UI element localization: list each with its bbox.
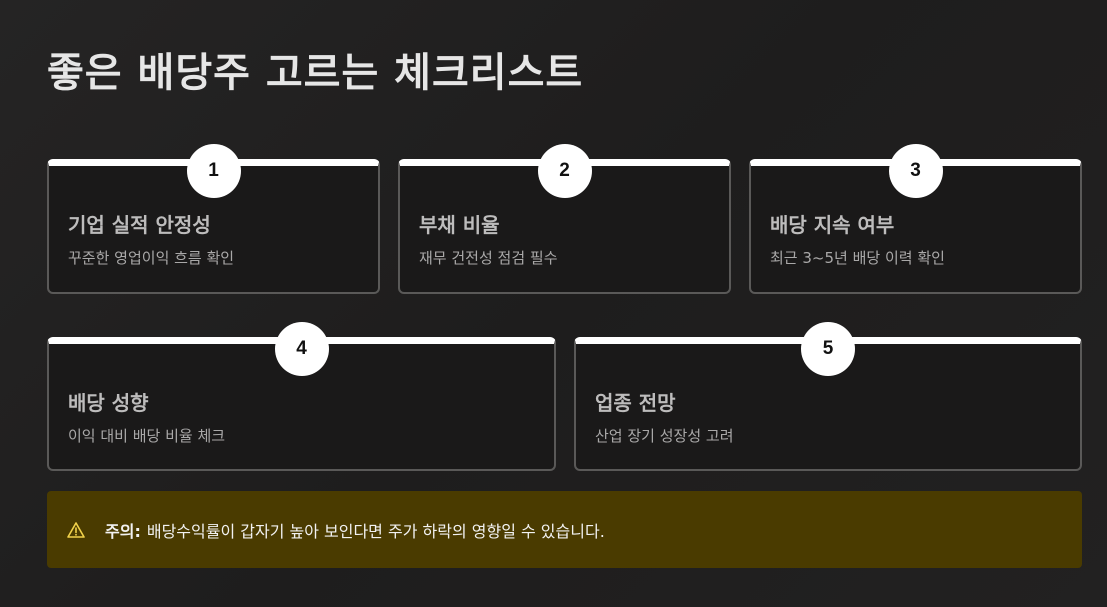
card-title: 부채 비율 [419,213,500,237]
card-title: 업종 전망 [595,391,676,415]
card-description: 재무 건전성 점검 필수 [419,249,558,267]
step-number-badge: 2 [537,144,592,198]
checklist-card-1: 1 기업 실적 안정성 꾸준한 영업이익 흐름 확인 [47,144,380,294]
alert-label: 주의: [105,521,141,541]
card-description: 이익 대비 배당 비율 체크 [68,427,226,445]
checklist-card-3: 3 배당 지속 여부 최근 3~5년 배당 이력 확인 [749,144,1082,294]
card-title: 배당 성향 [68,391,149,415]
checklist-card-5: 5 업종 전망 산업 장기 성장성 고려 [574,322,1082,471]
card-description: 산업 장기 성장성 고려 [595,427,734,445]
step-number-badge: 3 [888,144,943,198]
step-number-badge: 5 [801,322,855,376]
page-title: 좋은 배당주 고르는 체크리스트 [47,50,584,96]
step-number-badge: 1 [186,144,241,198]
card-title: 배당 지속 여부 [770,213,895,237]
alert-text: 배당수익률이 갑자기 높아 보인다면 주가 하락의 영향일 수 있습니다. [146,521,605,541]
warning-alert: 주의: 배당수익률이 갑자기 높아 보인다면 주가 하락의 영향일 수 있습니다… [47,491,1082,568]
card-description: 꾸준한 영업이익 흐름 확인 [68,249,235,267]
checklist-card-2: 2 부채 비율 재무 건전성 점검 필수 [398,144,731,294]
checklist-card-4: 4 배당 성향 이익 대비 배당 비율 체크 [47,322,556,471]
card-description: 최근 3~5년 배당 이력 확인 [770,249,945,267]
warning-icon [67,521,85,539]
step-number-badge: 4 [274,322,329,376]
card-title: 기업 실적 안정성 [68,213,211,237]
